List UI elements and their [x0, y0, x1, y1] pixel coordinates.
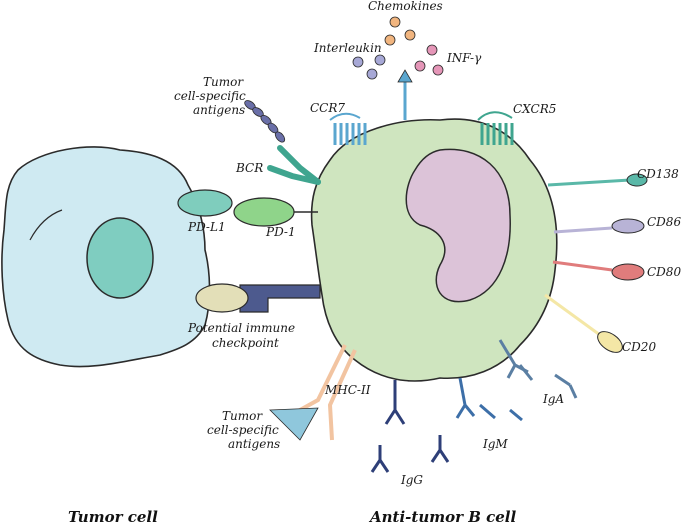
interleukin-label: Interleukin — [314, 41, 382, 55]
igg-antibody — [384, 380, 406, 425]
igg-antibody — [430, 435, 450, 463]
igg-antibody — [370, 445, 390, 473]
cxcr5-receptor — [477, 111, 514, 145]
tumor-cell-texture — [29, 209, 63, 241]
checkpoint-label-2: checkpoint — [212, 336, 279, 350]
cd86-label: CD86 — [647, 215, 682, 229]
iga-antibody — [518, 364, 578, 399]
tumor-antigens-bottom-label-3: antigens — [228, 437, 281, 451]
cd20-label: CD20 — [622, 340, 657, 354]
tumor-antigens-bottom-label-2: cell-specific — [207, 423, 279, 437]
tumor-cell-nucleus — [86, 217, 154, 299]
cd138-label: CD138 — [637, 167, 679, 181]
b-cell-nucleus — [405, 148, 511, 303]
cd80-marker — [552, 260, 645, 281]
tumor-antigens-top-label-2: cell-specific — [174, 89, 246, 103]
tumor-antigens-top-label-1: Tumor — [203, 75, 244, 89]
cd80-label: CD80 — [647, 265, 682, 279]
cd20-marker — [544, 293, 623, 353]
checkpoint-pair — [195, 283, 321, 313]
checkpoint-label-1: Potential immune — [188, 321, 296, 335]
igg-label: IgG — [401, 473, 424, 487]
cxcr5-label: CXCR5 — [513, 102, 557, 116]
tumor-cell — [1, 146, 211, 368]
igm-antibody — [455, 377, 476, 419]
checkpoint-receptor — [239, 284, 321, 313]
chemokines-label: Chemokines — [368, 0, 443, 13]
antibody-group — [370, 339, 578, 473]
chemokine-dots — [384, 16, 416, 46]
pd-1-label: PD-1 — [266, 225, 296, 239]
tumor-antigens-bottom-label-1: Tumor — [222, 409, 263, 423]
igm-label: IgM — [483, 437, 508, 451]
b-cell-caption: Anti-tumor B cell — [370, 508, 517, 526]
pd-l1-molecule — [177, 189, 233, 217]
ccr7-receptor — [329, 112, 367, 145]
mhc-ii-molecule — [269, 344, 357, 441]
checkpoint-ligand — [195, 283, 249, 313]
secretion-arrow — [397, 69, 413, 120]
tumor-antigens-top-label-3: antigens — [193, 103, 246, 117]
inf-gamma-dots — [414, 44, 444, 76]
ccr7-label: CCR7 — [310, 101, 346, 115]
interleukin-dots — [352, 54, 386, 80]
pd-1-molecule — [233, 197, 295, 227]
cd86-marker — [553, 218, 645, 234]
pd-l1-label: PD-L1 — [188, 220, 226, 234]
pd-l1-pd-1-pair — [177, 189, 318, 227]
bcr-label: BCR — [236, 161, 264, 175]
igm-antibody — [479, 403, 523, 422]
b-cell — [310, 118, 558, 382]
tumor-antigen-chain-top — [244, 100, 286, 143]
tumor-antigen-triangle — [269, 407, 319, 441]
tumor-cell-caption: Tumor cell — [68, 508, 158, 526]
inf-gamma-label: INF-γ — [447, 51, 482, 65]
bcr-receptor — [244, 100, 321, 185]
iga-label: IgA — [543, 392, 565, 406]
cd138-marker — [547, 173, 648, 187]
mhc-ii-label: MHC-II — [325, 383, 371, 397]
